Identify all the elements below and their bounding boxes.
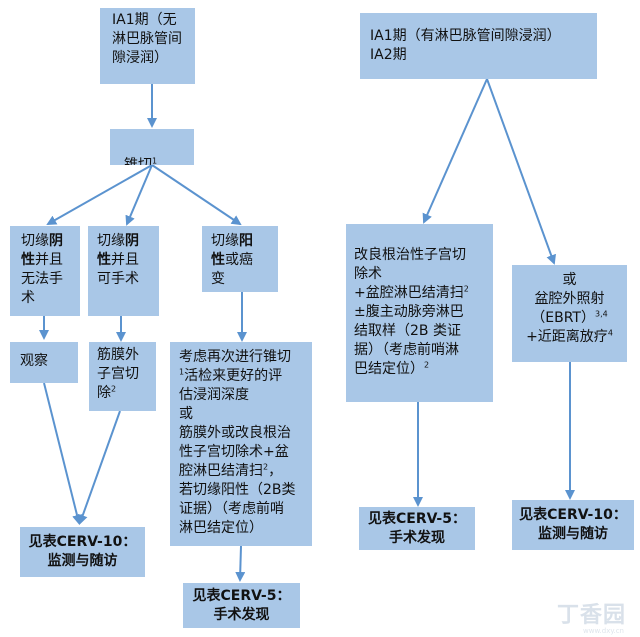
arrow-reconize-to-cerv5 [235, 545, 246, 582]
modified-radical-text-2: ±腹主动脉旁淋巴 结取样（2B 类证 据）（考虑前哨淋 巴结定位） [354, 304, 464, 377]
watermark-logo: 丁香园 [556, 603, 626, 628]
arrow-conization-to-neg-no-surgery [46, 164, 153, 225]
arrow-observe-to-cerv10 [43, 382, 82, 525]
extrafascial-text: 筋膜外 子宫切 除 [97, 347, 139, 401]
arrow-conization-to-neg-surgery [125, 164, 153, 226]
observe-box: 观察 [10, 342, 78, 383]
margin-neg-nos-text-2: 并且 无法手 术 [21, 252, 63, 306]
extrafascial-footnote: 2 [111, 384, 117, 394]
stage-ia1-lvsi-ia2-box: IA1期（有淋巴脉管间隙浸润） IA2期 [360, 13, 597, 79]
reconization-footnote-2: 2 [263, 462, 269, 472]
extrafascial-hysterectomy-box: 筋膜外 子宫切 除2 [89, 342, 156, 411]
margin-pos-bold-2: 性 [211, 252, 225, 268]
margin-neg-s-bold-2: 性 [97, 252, 111, 268]
modified-radical-hysterectomy-box: 改良根治性子宫切 除术 +盆腔淋巴结清扫2 ±腹主动脉旁淋巴 结取样（2B 类证… [346, 224, 493, 402]
margin-neg-nos-text-1: 切缘 [21, 233, 49, 249]
stage-ia1-no-lvsi-box: IA1期（无 淋巴脉管间 隙浸润） [100, 8, 195, 84]
reconization-text-2: 活检来更好的评 估浸润深度 或 筋膜外或改良根治 性子宫切除术+盆 腔淋巴结清扫 [179, 368, 291, 479]
ebrt-text-2: +近距离放疗 [526, 329, 608, 345]
margin-neg-s-text-2: 并且 可手术 [97, 252, 139, 287]
watermark-url: www.dxy.cn [583, 627, 624, 635]
cerv5-left-box: 见表CERV-5： 手术发现 [183, 583, 300, 628]
conization-box: 锥切1 [110, 129, 194, 165]
ebrt-footnote-2: 4 [607, 328, 613, 338]
margin-positive-box: 切缘阳 性或癌 变 [202, 226, 278, 292]
cerv10-left-box: 见表CERV-10： 监测与随访 [20, 527, 145, 577]
modified-radical-footnote-2: 2 [424, 360, 430, 370]
margin-pos-text-1: 切缘 [211, 233, 239, 249]
conization-label: 锥切 [124, 157, 152, 165]
margin-neg-nos-bold-1: 阴 [49, 233, 63, 249]
arrow-extrafascial-to-cerv10 [77, 410, 121, 525]
ebrt-box: 或 盆腔外照射 （EBRT）3,4 +近距离放疗4 [512, 265, 627, 362]
ebrt-footnote-1: 3,4 [594, 309, 608, 319]
margin-neg-s-bold-1: 阴 [125, 233, 139, 249]
conization-footnote: 1 [152, 156, 158, 165]
margin-neg-s-text-1: 切缘 [97, 233, 125, 249]
reconization-box: 考虑再次进行锥切 1活检来更好的评 估浸润深度 或 筋膜外或改良根治 性子宫切除… [170, 342, 312, 546]
cerv10-right-box: 见表CERV-10： 监测与随访 [512, 500, 634, 550]
arrow-ia1-lvsi-to-ebrt [486, 78, 556, 265]
reconization-text-1: 考虑再次进行锥切 [179, 349, 291, 365]
modified-radical-footnote-1: 2 [463, 284, 469, 294]
reconization-text-3: ， 若切缘阳性（2B类 证据）（考虑前哨 淋巴结定位） [179, 463, 296, 536]
reconization-footnote-1: 1 [179, 367, 185, 377]
arrow-ia1-lvsi-to-modified-radical [422, 78, 488, 224]
margin-neg-nos-bold-2: 性 [21, 252, 35, 268]
modified-radical-text-1: 改良根治性子宫切 除术 +盆腔淋巴结清扫 [354, 247, 466, 301]
cerv5-right-box: 见表CERV-5： 手术发现 [359, 507, 475, 550]
margin-pos-bold-1: 阳 [239, 233, 253, 249]
margin-negative-no-surgery-box: 切缘阴 性并且 无法手 术 [10, 226, 80, 316]
arrow-conization-to-positive [151, 164, 242, 226]
ebrt-text-1: 或 盆腔外照射 （EBRT） [531, 272, 605, 326]
margin-negative-surgery-box: 切缘阴 性并且 可手术 [88, 226, 159, 316]
margin-pos-text-2: 或癌 变 [211, 252, 253, 287]
